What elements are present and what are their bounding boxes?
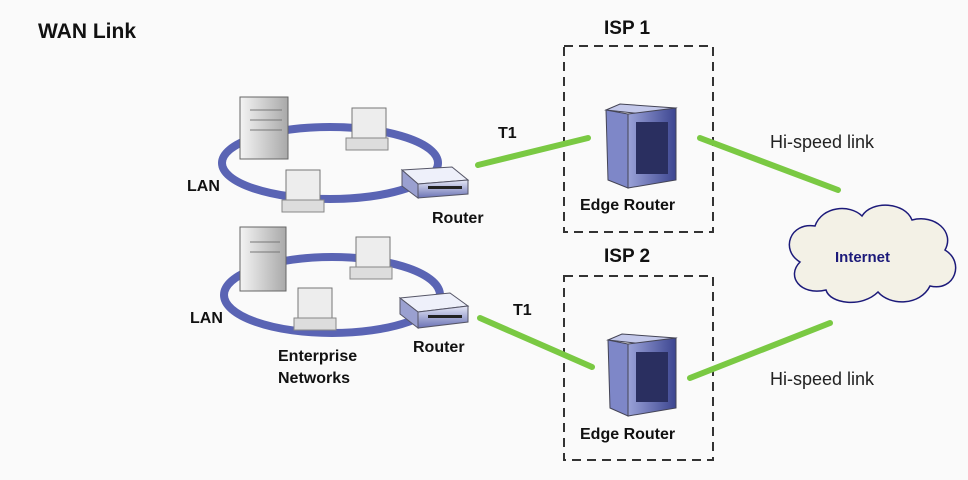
lan2-router-icon [398, 292, 470, 330]
hispeed-label-lower: Hi-speed link [770, 369, 875, 389]
lan1-label: LAN [187, 178, 220, 195]
t1-link-lower [477, 315, 595, 370]
t1-label-lower: T1 [513, 302, 532, 319]
networks-label: Networks [278, 370, 351, 387]
lan1-router-icon [400, 166, 470, 199]
lan2-label: LAN [190, 310, 223, 327]
internet-cloud-icon [788, 204, 957, 304]
workstation-icon [281, 169, 325, 213]
isp1-boundary [563, 45, 714, 233]
lan1-router-label: Router [432, 210, 484, 227]
lan1-server-icon [239, 96, 289, 160]
hispeed-link-upper [697, 135, 841, 193]
workstation-icon [349, 236, 393, 280]
hispeed-link-lower [687, 320, 833, 381]
isp2-label: ISP 2 [604, 246, 651, 267]
lan1-ring [218, 123, 442, 203]
workstation-icon [293, 287, 337, 331]
internet-label: Internet [835, 249, 891, 266]
lan2-server-icon [239, 226, 287, 292]
diagram-title: WAN Link [38, 20, 136, 43]
workstation-icon [345, 107, 389, 151]
isp1-edge-router-icon [604, 103, 678, 189]
enterprise-label: Enterprise [278, 348, 358, 365]
isp2-edge-router-label: Edge Router [580, 426, 676, 443]
t1-label-upper: T1 [498, 125, 517, 142]
t1-link-upper [475, 135, 591, 168]
isp1-label: ISP 1 [604, 18, 651, 39]
lan2-router-label: Router [413, 339, 465, 356]
isp1-edge-router-label: Edge Router [580, 197, 676, 214]
isp2-edge-router-icon [606, 333, 678, 417]
hispeed-label-upper: Hi-speed link [770, 132, 875, 152]
